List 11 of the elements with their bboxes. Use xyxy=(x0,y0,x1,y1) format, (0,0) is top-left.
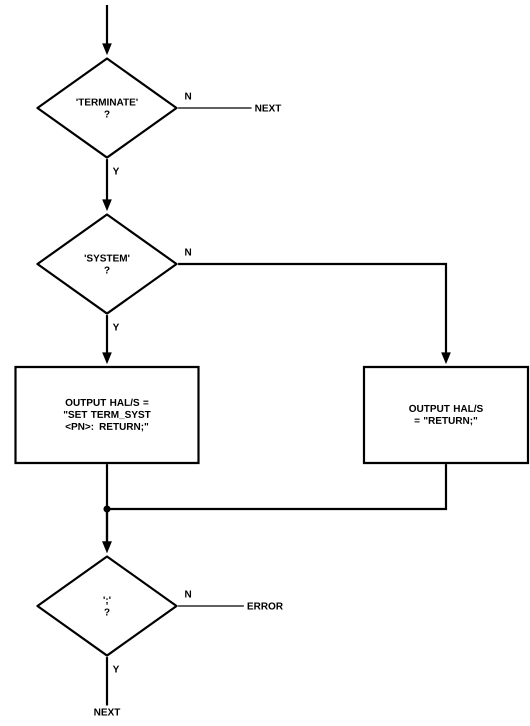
edge-label: N xyxy=(185,590,192,598)
terminal-label: NEXT xyxy=(255,104,282,112)
edge-label: N xyxy=(185,92,192,100)
terminal-label: NEXT xyxy=(94,708,120,716)
edge-label: Y xyxy=(112,666,120,673)
process-box: OUTPUT HAL/S = "SET TERM_SYST <PN>: RETURN;" xyxy=(14,366,200,464)
edge-label: Y xyxy=(112,168,120,175)
edge-label: N xyxy=(185,248,192,256)
edge-label: Y xyxy=(112,324,120,331)
process-box: OUTPUT HAL/S = "RETURN;" xyxy=(362,366,530,464)
terminal-label: ERROR xyxy=(248,602,283,610)
